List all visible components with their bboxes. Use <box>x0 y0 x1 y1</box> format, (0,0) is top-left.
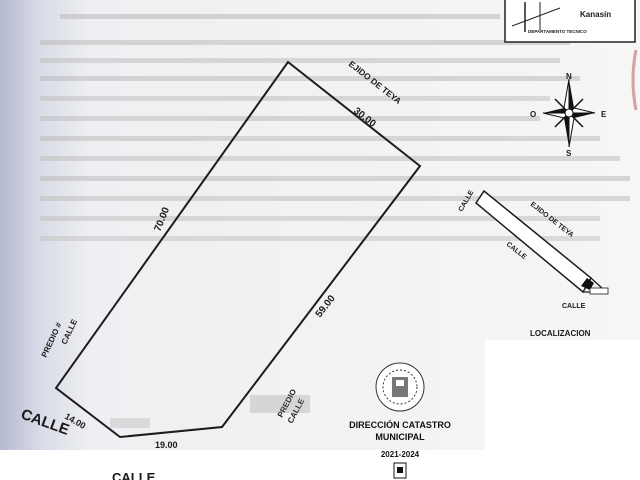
red-stamp-edge <box>631 49 638 111</box>
seal-line3: 2021-2024 <box>381 450 420 459</box>
seal-coat-of-arms-icon <box>393 462 407 479</box>
logo-subtitle: DEPARTAMENTO TECNICO <box>528 29 587 34</box>
bleed-through-text <box>40 14 630 241</box>
dimension-south: 19.00 <box>155 440 178 450</box>
compass-rose <box>542 78 596 148</box>
location-street-bottom: CALLE <box>562 303 586 310</box>
compass-east: E <box>601 110 607 119</box>
compass-west: O <box>530 110 536 119</box>
seal-line2: MUNICIPAL <box>375 432 425 442</box>
white-lower-area <box>485 340 640 480</box>
parcel-outline <box>54 60 422 439</box>
scan-artifacts <box>110 395 310 428</box>
street-south: CALLE <box>112 470 156 480</box>
municipal-seal-emblem <box>375 362 425 412</box>
location-title: LOCALIZACION <box>530 329 591 338</box>
compass-south: S <box>566 149 572 158</box>
location-map <box>475 189 609 295</box>
seal-line1: DIRECCIÓN CATASTRO <box>349 419 451 430</box>
logo-name: Kanasín <box>580 10 611 19</box>
kanasin-logo: Kanasín DEPARTAMENTO TECNICO <box>504 0 636 43</box>
compass-north: N <box>566 72 572 81</box>
